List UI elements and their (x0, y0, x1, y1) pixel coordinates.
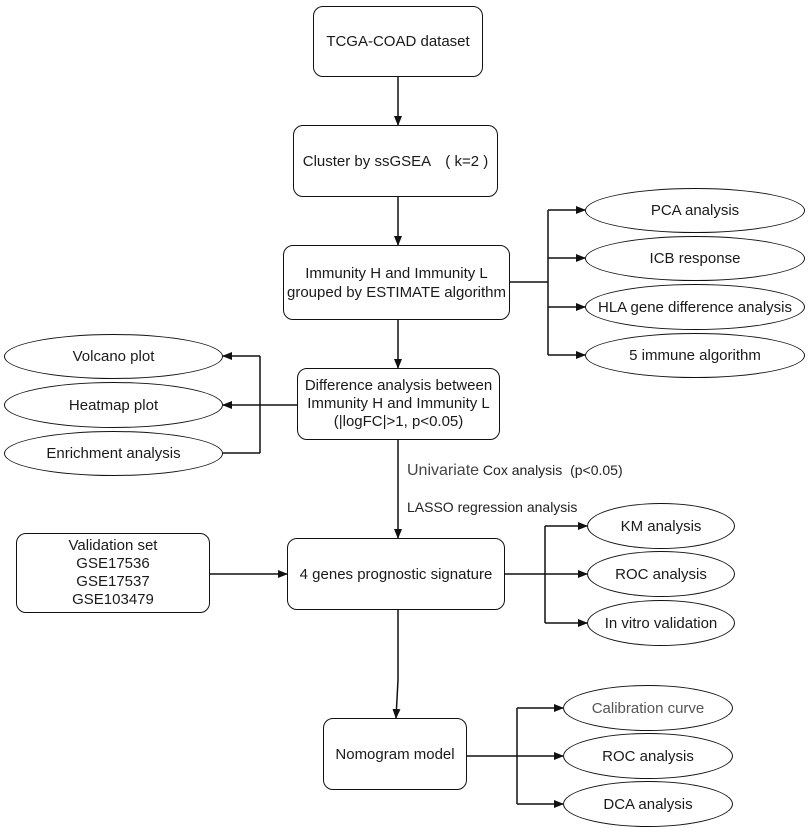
validation-set-line-1: Validation set (68, 537, 158, 554)
calibration-curve-label: Calibration curve (591, 699, 705, 717)
immunity-grouping-line-1: Immunity H and Immunity L (305, 264, 488, 282)
difference-analysis-line-3: (|logFC|>1, p<0.05) (333, 413, 464, 430)
tcga-coad-dataset-box: TCGA-COAD dataset (313, 6, 483, 77)
validation-set-line-3: GSE17537 (76, 573, 150, 590)
hla-gene-analysis-ellipse: HLA gene difference analysis (585, 284, 805, 330)
difference-analysis-box: Difference analysis between Immunity H a… (297, 368, 500, 440)
cox-analysis-rest: Cox analysis (p<0.05) (479, 462, 623, 478)
immunity-grouping-line-2: grouped by ESTIMATE algorithm (287, 283, 506, 301)
cluster-ssgsea-label: Cluster by ssGSEA ( k=2 ) (302, 152, 489, 170)
arrow-signature-to-nomogram (392, 610, 401, 719)
volcano-plot-label: Volcano plot (72, 348, 155, 365)
tcga-coad-dataset-label: TCGA-COAD dataset (326, 33, 470, 50)
cox-analysis-label: Univariate Cox analysis (p<0.05) (407, 462, 623, 480)
validation-set-box: Validation set GSE17536 GSE17537 GSE1034… (16, 533, 210, 613)
roc-analysis-nomogram-ellipse: ROC analysis (563, 733, 733, 779)
icb-response-ellipse: ICB response (585, 236, 805, 281)
icb-response-label: ICB response (649, 250, 741, 267)
heatmap-plot-ellipse: Heatmap plot (4, 382, 223, 428)
nomogram-model-label: Nomogram model (335, 745, 455, 763)
enrichment-analysis-label: Enrichment analysis (46, 445, 181, 462)
difference-analysis-line-1: Difference analysis between (304, 377, 493, 394)
hla-gene-analysis-label: HLA gene difference analysis (597, 298, 793, 316)
calibration-curve-ellipse: Calibration curve (563, 685, 733, 731)
cluster-ssgsea-box: Cluster by ssGSEA ( k=2 ) (293, 125, 498, 197)
validation-set-line-4: GSE103479 (72, 591, 154, 608)
in-vitro-validation-ellipse: In vitro validation (587, 600, 735, 646)
dca-analysis-ellipse: DCA analysis (563, 781, 733, 827)
heatmap-plot-label: Heatmap plot (68, 396, 159, 414)
difference-analysis-line-2: Immunity H and Immunity L (307, 395, 490, 412)
nomogram-model-box: Nomogram model (323, 718, 467, 790)
in-vitro-validation-label: In vitro validation (604, 614, 718, 632)
km-analysis-ellipse: KM analysis (587, 503, 735, 549)
immune-algorithm-label: 5 immune algorithm (629, 347, 761, 364)
validation-set-line-2: GSE17536 (76, 555, 150, 572)
immunity-grouping-box: Immunity H and Immunity L grouped by EST… (283, 245, 510, 320)
roc-analysis-signature-label: ROC analysis (615, 565, 707, 583)
enrichment-analysis-ellipse: Enrichment analysis (4, 431, 223, 476)
roc-analysis-nomogram-label: ROC analysis (602, 747, 694, 765)
immune-algorithm-ellipse: 5 immune algorithm (585, 333, 805, 378)
pca-analysis-label: PCA analysis (650, 202, 740, 219)
roc-analysis-signature-ellipse: ROC analysis (587, 551, 735, 597)
km-analysis-label: KM analysis (620, 517, 702, 535)
dca-analysis-label: DCA analysis (603, 795, 693, 813)
univariate-word: Univariate (407, 462, 480, 479)
prognostic-signature-box: 4 genes prognostic signature (287, 538, 505, 610)
lasso-regression-label: LASSO regression analysis (407, 499, 578, 515)
pca-analysis-ellipse: PCA analysis (585, 188, 805, 233)
volcano-plot-ellipse: Volcano plot (4, 334, 223, 379)
prognostic-signature-label: 4 genes prognostic signature (299, 565, 493, 583)
